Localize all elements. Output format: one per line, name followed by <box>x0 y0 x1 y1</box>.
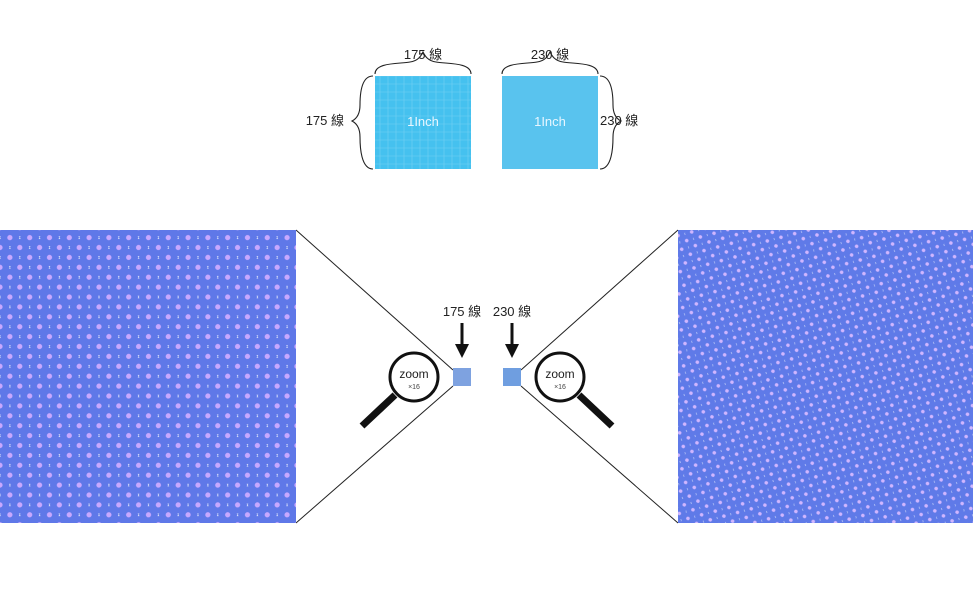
magnifier-factor: ×16 <box>408 384 420 391</box>
square-inner-label: 1Inch <box>407 114 439 129</box>
side-brace <box>350 75 374 170</box>
zoomed-halftone-175 <box>0 230 296 523</box>
top-brace <box>374 50 472 75</box>
projection-line <box>520 229 679 371</box>
square-inner-label: 1Inch <box>534 114 566 129</box>
side-height-label: 230 線 <box>600 113 638 128</box>
top-width-label: 175 線 <box>404 47 442 62</box>
top-left-square-group: 1Inch 175 線 175 線 <box>306 47 472 170</box>
marker-label-175: 175 線 <box>443 304 481 319</box>
square-texture <box>375 76 471 169</box>
down-arrow-icon <box>455 323 469 358</box>
top-right-square-group: 1Inch 230 線 230 線 <box>501 47 638 170</box>
zoomed-halftone-230 <box>678 230 973 523</box>
projection-line <box>295 385 454 524</box>
magnifier-icon: zoom ×16 <box>359 351 440 429</box>
one-inch-square-230 <box>502 76 598 169</box>
magnifier-icon: zoom ×16 <box>534 351 615 429</box>
swatch-230 <box>503 368 521 386</box>
marker-label-230: 230 線 <box>493 304 531 319</box>
magnifier-label: zoom <box>545 367 574 381</box>
side-brace <box>599 75 623 170</box>
projection-lines <box>295 229 679 524</box>
projection-line <box>295 229 454 371</box>
down-arrow-icon <box>505 323 519 358</box>
top-width-label: 230 線 <box>531 47 569 62</box>
swatch-175 <box>453 368 471 386</box>
projection-line <box>520 385 679 524</box>
side-height-label: 175 線 <box>306 113 344 128</box>
top-brace <box>501 50 599 75</box>
magnifier-factor: ×16 <box>554 384 566 391</box>
magnifier-label: zoom <box>399 367 428 381</box>
